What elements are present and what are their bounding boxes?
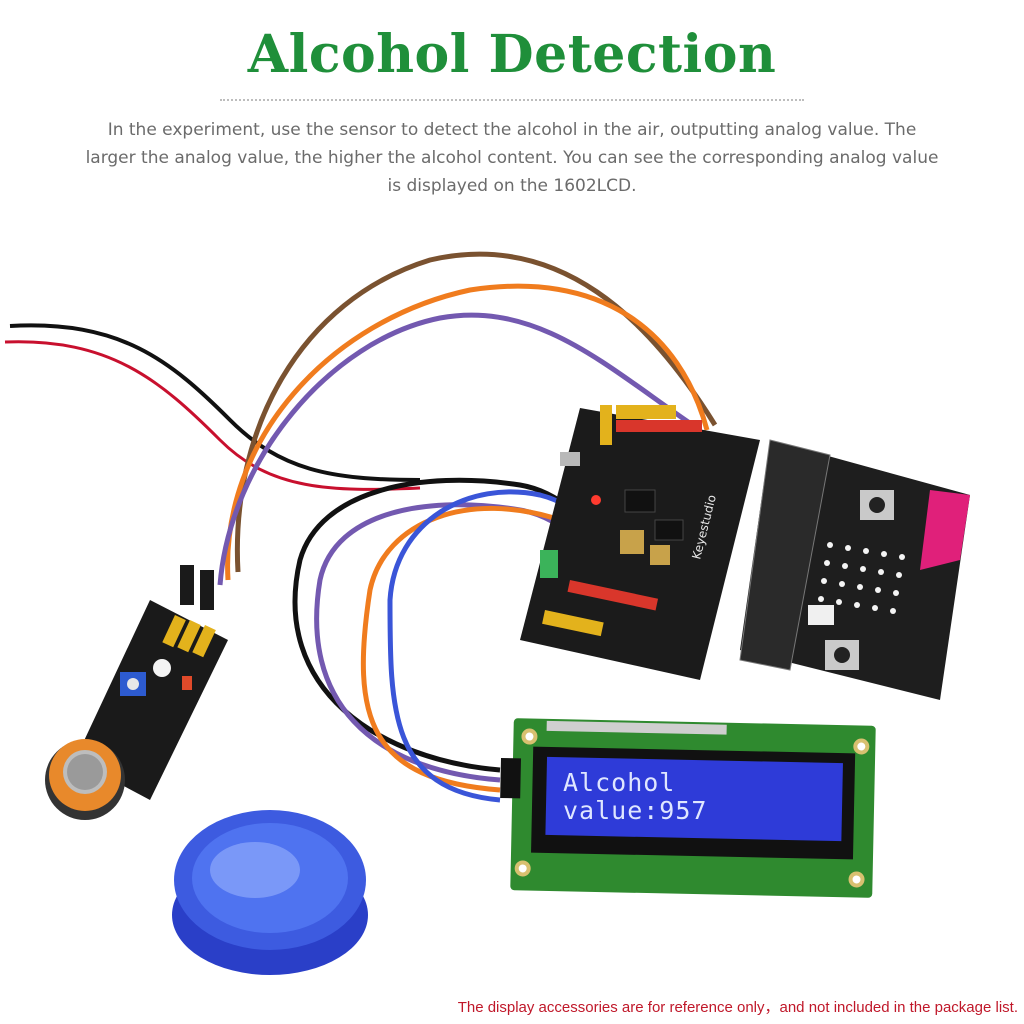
black-wire (9, 323, 421, 482)
footnote-disclaimer: The display accessories are for referenc… (457, 999, 1018, 1016)
description-line-3: is displayed on the 1602LCD. (387, 176, 637, 196)
breakout-board: Keyestudio (520, 405, 760, 680)
description-line-2: larger the analog value, the higher the … (85, 148, 939, 168)
bottle-cap (172, 810, 368, 975)
brown-wire (234, 251, 718, 573)
description: In the experiment, use the sensor to det… (70, 116, 954, 200)
lcd-line-1: Alcohol (563, 768, 676, 797)
page-title: Alcohol Detection (247, 24, 777, 85)
description-line-1: In the experiment, use the sensor to det… (107, 120, 917, 140)
purple-wire (217, 312, 702, 586)
microbit-board (739, 439, 970, 700)
title-divider (220, 99, 804, 101)
orange-wire (225, 283, 710, 581)
lcd1602-module (500, 718, 876, 898)
red-wire (4, 340, 421, 491)
alcohol-sensor-module (45, 565, 228, 820)
lcd-line-2: value:957 (563, 796, 708, 825)
